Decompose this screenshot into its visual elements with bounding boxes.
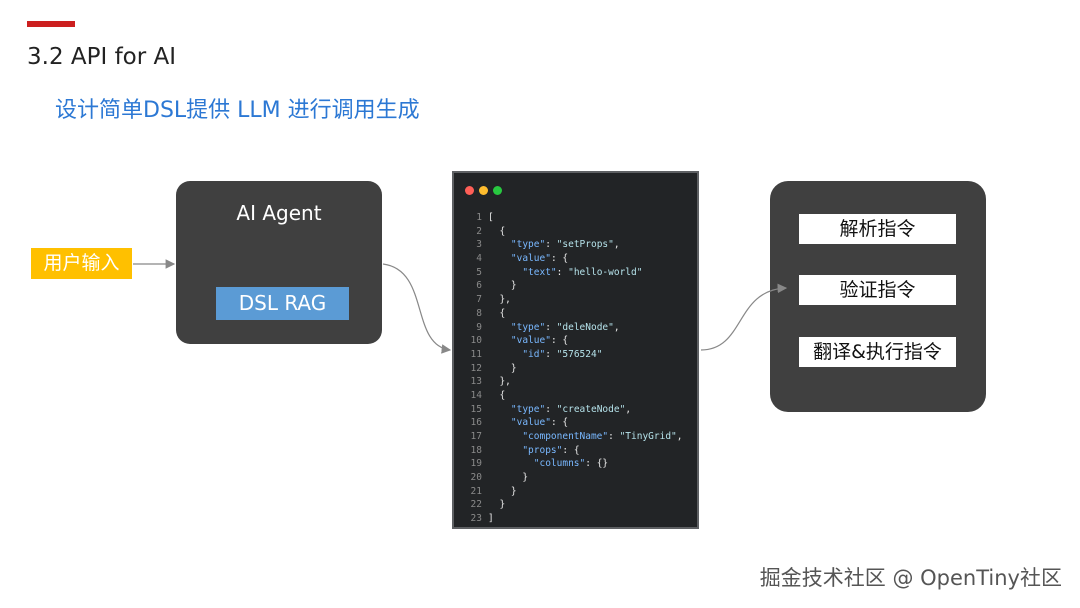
- window-maximize-dot: [493, 186, 502, 195]
- code-line: 19 "columns": {}: [454, 457, 697, 471]
- line-content: "type": "deleNode",: [510, 321, 620, 333]
- line-number: 9: [476, 321, 482, 333]
- line-number: 23: [470, 513, 482, 525]
- line-number: 4: [476, 253, 482, 265]
- line-number: 8: [476, 307, 482, 319]
- code-line: 20 }: [454, 471, 697, 485]
- code-line: 13 },: [454, 375, 697, 389]
- code-line: 10 "value": {: [454, 334, 697, 348]
- line-content: ]: [488, 513, 494, 525]
- line-content: {: [488, 225, 506, 237]
- code-line: 8 {: [454, 307, 697, 321]
- code-line: 16 "value": {: [454, 416, 697, 430]
- line-number: 5: [476, 266, 482, 278]
- line-number: 14: [470, 389, 482, 401]
- line-content: [: [488, 212, 494, 223]
- step-parse-instruction: 解析指令: [799, 214, 956, 244]
- line-content: },: [488, 294, 511, 306]
- line-content: "columns": {}: [533, 458, 609, 470]
- line-number: 22: [470, 499, 482, 511]
- line-number: 7: [476, 294, 482, 306]
- line-number: 16: [470, 417, 482, 429]
- line-content: }: [488, 362, 517, 374]
- line-number: 3: [476, 239, 482, 251]
- code-line: 17 "componentName": "TinyGrid",: [454, 430, 697, 444]
- ai-agent-box: AI Agent DSL RAG: [176, 181, 382, 344]
- code-line: 14 {: [454, 389, 697, 403]
- line-content: "value": {: [510, 417, 569, 429]
- line-content: "props": {: [522, 444, 580, 456]
- ai-agent-title: AI Agent: [236, 201, 322, 225]
- arrow-agent-to-code: [382, 263, 452, 354]
- code-line: 3 "type": "setProps",: [454, 238, 697, 252]
- line-content: "componentName": "TinyGrid",: [522, 431, 683, 442]
- line-content: }: [488, 280, 517, 292]
- line-number: 1: [476, 212, 482, 223]
- code-line: 4 "value": {: [454, 252, 697, 266]
- title-accent-bar: [27, 21, 75, 27]
- instruction-steps-box: 解析指令 验证指令 翻译&执行指令: [770, 181, 986, 412]
- line-content: },: [488, 376, 511, 388]
- line-content: }: [488, 499, 506, 511]
- line-number: 20: [470, 472, 482, 484]
- code-line: 15 "type": "createNode",: [454, 403, 697, 417]
- slide-title: 3.2 API for AI: [27, 44, 177, 70]
- line-content: }: [488, 472, 529, 484]
- code-line: 7 },: [454, 293, 697, 307]
- code-line: 5 "text": "hello-world": [454, 266, 697, 280]
- line-content: "value": {: [510, 335, 569, 347]
- line-number: 12: [470, 362, 482, 374]
- code-line: 12 }: [454, 362, 697, 376]
- watermark: 掘金技术社区 @ OpenTiny社区: [759, 566, 1062, 590]
- line-content: {: [488, 307, 506, 319]
- line-content: "type": "setProps",: [510, 239, 620, 251]
- line-content: "type": "createNode",: [510, 403, 632, 415]
- code-line: 6 }: [454, 279, 697, 293]
- code-line: 18 "props": {: [454, 444, 697, 458]
- code-line: 22 }: [454, 498, 697, 512]
- code-line: 2 {: [454, 225, 697, 239]
- line-number: 11: [470, 348, 482, 360]
- line-number: 13: [470, 376, 482, 388]
- step-translate-execute-instruction: 翻译&执行指令: [799, 337, 956, 367]
- line-number: 21: [470, 485, 482, 497]
- slide-subtitle: 设计简单DSL提供 LLM 进行调用生成: [55, 98, 420, 123]
- line-content: }: [488, 485, 517, 497]
- user-input-label: 用户输入: [31, 248, 132, 279]
- line-content: {: [488, 389, 506, 401]
- line-content: "text": "hello-world": [522, 266, 643, 278]
- line-number: 10: [470, 335, 482, 347]
- window-minimize-dot: [479, 186, 488, 195]
- code-listing: 1[2 {3 "type": "setProps",4 "value": {5 …: [454, 211, 697, 526]
- line-content: "value": {: [510, 253, 569, 265]
- code-line: 9 "type": "deleNode",: [454, 321, 697, 335]
- code-line: 23]: [454, 512, 697, 526]
- step-validate-instruction: 验证指令: [799, 275, 956, 305]
- line-number: 17: [470, 431, 482, 442]
- line-number: 19: [470, 458, 482, 470]
- window-close-dot: [465, 186, 474, 195]
- line-number: 6: [476, 280, 482, 292]
- dsl-code-window: 1[2 {3 "type": "setProps",4 "value": {5 …: [452, 171, 699, 529]
- line-number: 18: [470, 444, 482, 456]
- arrow-code-to-steps: [700, 283, 788, 351]
- line-number: 2: [476, 225, 482, 237]
- line-number: 15: [470, 403, 482, 415]
- code-line: 21 }: [454, 485, 697, 499]
- code-line: 1[: [454, 211, 697, 225]
- dsl-rag-block: DSL RAG: [216, 287, 349, 320]
- code-line: 11 "id": "576524": [454, 348, 697, 362]
- line-content: "id": "576524": [522, 348, 603, 360]
